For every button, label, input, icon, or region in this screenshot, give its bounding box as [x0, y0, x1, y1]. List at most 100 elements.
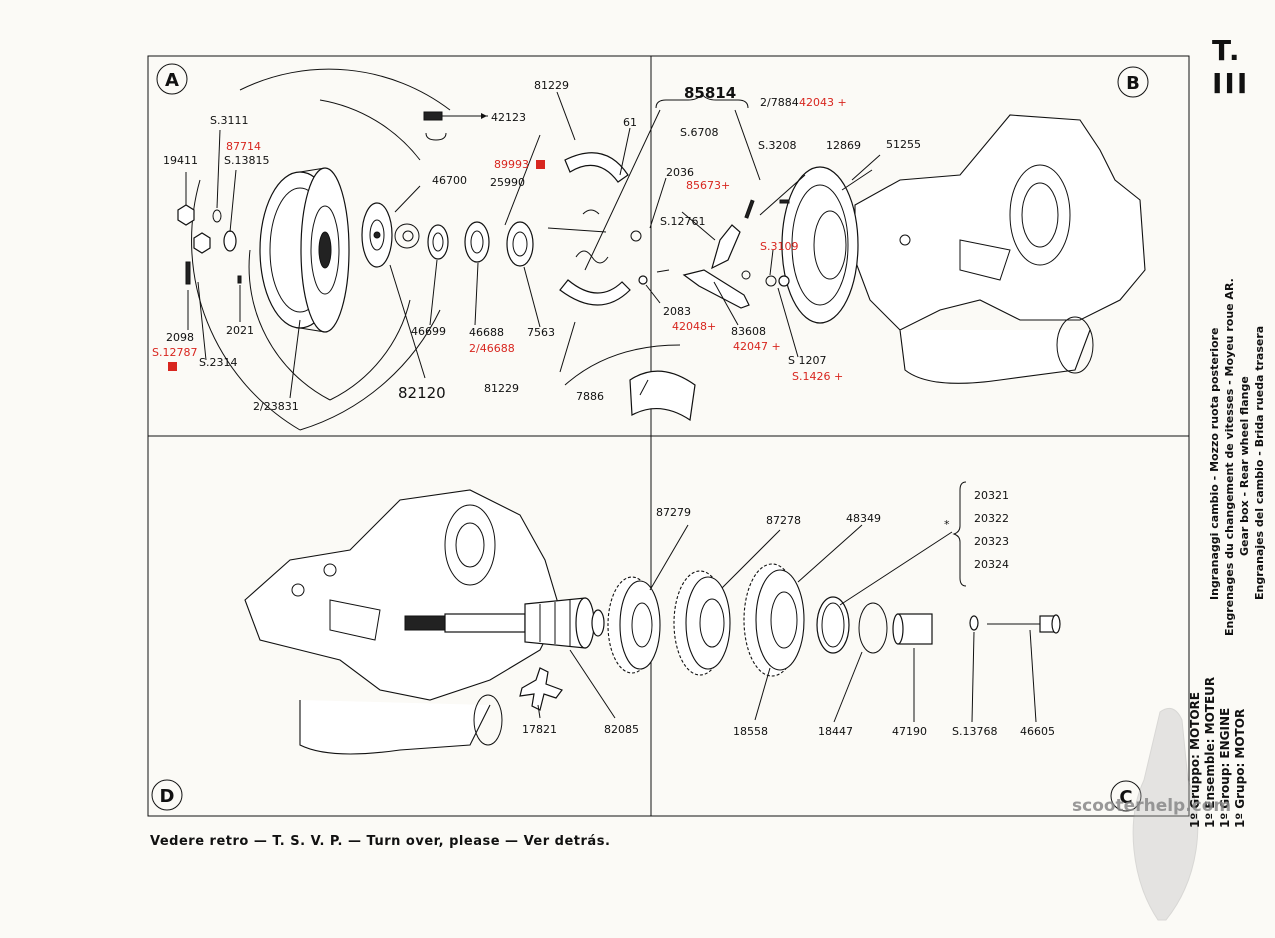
cross-key	[519, 667, 563, 711]
stud-bolt	[423, 111, 458, 121]
part-label-42048: 42048+	[672, 320, 716, 333]
quadrant-d-leaders	[537, 649, 616, 719]
sleeve-47190	[892, 613, 933, 645]
part-label-46699: 46699	[411, 325, 446, 338]
bolt-46605	[987, 614, 1061, 634]
part-label-12869: 12869	[826, 139, 861, 152]
hub-flange	[361, 202, 420, 268]
part-label-87279: 87279	[656, 506, 691, 519]
svg-text:A: A	[165, 70, 179, 91]
red-mark-icon	[536, 160, 545, 169]
part-label-82085: 82085	[604, 723, 639, 736]
svg-text:D: D	[160, 786, 175, 807]
part-label-87714: 87714	[226, 140, 261, 153]
part-label-42123: 42123	[491, 111, 526, 124]
part-label-s1426: S.1426 +	[792, 370, 843, 383]
caption-title-fr: Engrenages du changement de vitesses - M…	[1223, 278, 1236, 636]
caption-title-en: Gear box - Rear wheel flange	[1238, 376, 1251, 556]
sheet-number: T. III	[1212, 34, 1250, 100]
part-label-87278: 87278	[766, 514, 801, 527]
part-label-s1207: S 1207	[788, 354, 826, 367]
part-label-18558: 18558	[733, 725, 768, 738]
red-mark-icon	[168, 362, 177, 371]
engine-case	[244, 489, 561, 755]
part-label-81229-top: 81229	[534, 79, 569, 92]
part-label-s13815: S.13815	[224, 154, 269, 167]
part-label-20324: 20324	[974, 558, 1009, 571]
brake-spring	[564, 344, 696, 422]
gear-87279	[607, 576, 661, 674]
shim-ring	[816, 596, 850, 654]
washer-s13768	[969, 615, 979, 631]
quadrant-d-drawing: 17821 82085	[244, 489, 639, 755]
part-label-61: 61	[623, 116, 637, 129]
brake-shoes	[547, 152, 631, 306]
caption-group-es: 1º Grupo: MOTOR	[1233, 708, 1247, 828]
part-label-7886: 7886	[576, 390, 604, 403]
part-label-42043: 42043 +	[799, 96, 847, 109]
small-parts-left	[177, 204, 242, 285]
quadrant-d-marker: D	[151, 779, 183, 811]
part-label-2036: 2036	[666, 166, 694, 179]
part-label-47190: 47190	[892, 725, 927, 738]
part-label-25990: 25990	[490, 176, 525, 189]
part-label-85814: 85814	[684, 84, 736, 102]
part-label-s12761: S.12761	[660, 215, 705, 228]
part-label-82120: 82120	[398, 384, 446, 402]
part-label-star: *	[944, 518, 950, 531]
gearbox-housing	[854, 114, 1146, 384]
gear-87278	[673, 570, 731, 676]
watermark-text: scooterhelp.com	[1072, 796, 1232, 816]
quadrant-a-marker: A	[156, 63, 188, 95]
part-label-18447: 18447	[818, 725, 853, 738]
part-label-s13768: S.13768	[952, 725, 997, 738]
part-label-19411: 19411	[163, 154, 198, 167]
bearings-row	[402, 221, 534, 267]
part-label-2098: 2098	[166, 331, 194, 344]
part-label-7563: 7563	[527, 326, 555, 339]
part-label-17821: 17821	[522, 723, 557, 736]
quadrant-b-marker: B	[1117, 66, 1149, 98]
part-label-s3111: S.3111	[210, 114, 248, 127]
part-label-46688: 46688	[469, 326, 504, 339]
quadrant-b-leaders	[639, 154, 881, 396]
part-label-2-7884: 2/7884	[760, 96, 799, 109]
quadrant-c-drawing: 87279 87278 48349 * 20321 20322 20323 20…	[607, 481, 1061, 738]
part-label-85673: 85673+	[686, 179, 730, 192]
part-label-20321: 20321	[974, 489, 1009, 502]
caption-title-es: Engranajes del cambio - Brida rueda tras…	[1253, 325, 1266, 600]
part-label-2-23831: 2/23831	[253, 400, 299, 413]
wheel-flange	[781, 166, 859, 324]
svg-text:C: C	[1119, 787, 1132, 808]
part-label-s2314: S.2314	[199, 356, 237, 369]
circlip	[858, 602, 888, 654]
quadrant-b-drawing: 85814 S.6708 2/7884 42043 + S.3208 12869…	[564, 84, 1146, 422]
turn-over-note: Vedere retro — T. S. V. P. — Turn over, …	[150, 834, 611, 849]
gear-48349	[743, 563, 805, 677]
part-label-51255: 51255	[886, 138, 921, 151]
svg-text:B: B	[1126, 73, 1140, 94]
scooter-watermark-logo	[1132, 707, 1199, 921]
quadrant-c-marker: C	[1110, 780, 1142, 812]
part-label-48349: 48349	[846, 512, 881, 525]
part-label-2083: 2083	[663, 305, 691, 318]
part-label-2-46688: 2/46688	[469, 342, 515, 355]
part-label-2021: 2021	[226, 324, 254, 337]
brake-drum	[259, 167, 350, 333]
part-label-20323: 20323	[974, 535, 1009, 548]
part-label-46605: 46605	[1020, 725, 1055, 738]
quadrant-a-drawing: 19411 S.3111 87714 S.13815 42123 46700 2…	[152, 68, 637, 431]
diagram-frame	[147, 55, 1190, 817]
caption-title-it: Ingranaggi cambio - Mozzo ruota posterio…	[1208, 327, 1221, 600]
main-shaft	[404, 597, 605, 649]
part-label-s12787: S.12787	[152, 346, 197, 359]
part-label-20322: 20322	[974, 512, 1009, 525]
quadrant-c-leaders	[649, 524, 1037, 723]
part-label-81229-bottom: 81229	[484, 382, 519, 395]
small-parts-b	[630, 199, 790, 309]
part-label-s3109: S.3109	[760, 240, 798, 253]
part-label-s3208: S.3208	[758, 139, 796, 152]
part-label-83608: 83608	[731, 325, 766, 338]
part-label-46700: 46700	[432, 174, 467, 187]
